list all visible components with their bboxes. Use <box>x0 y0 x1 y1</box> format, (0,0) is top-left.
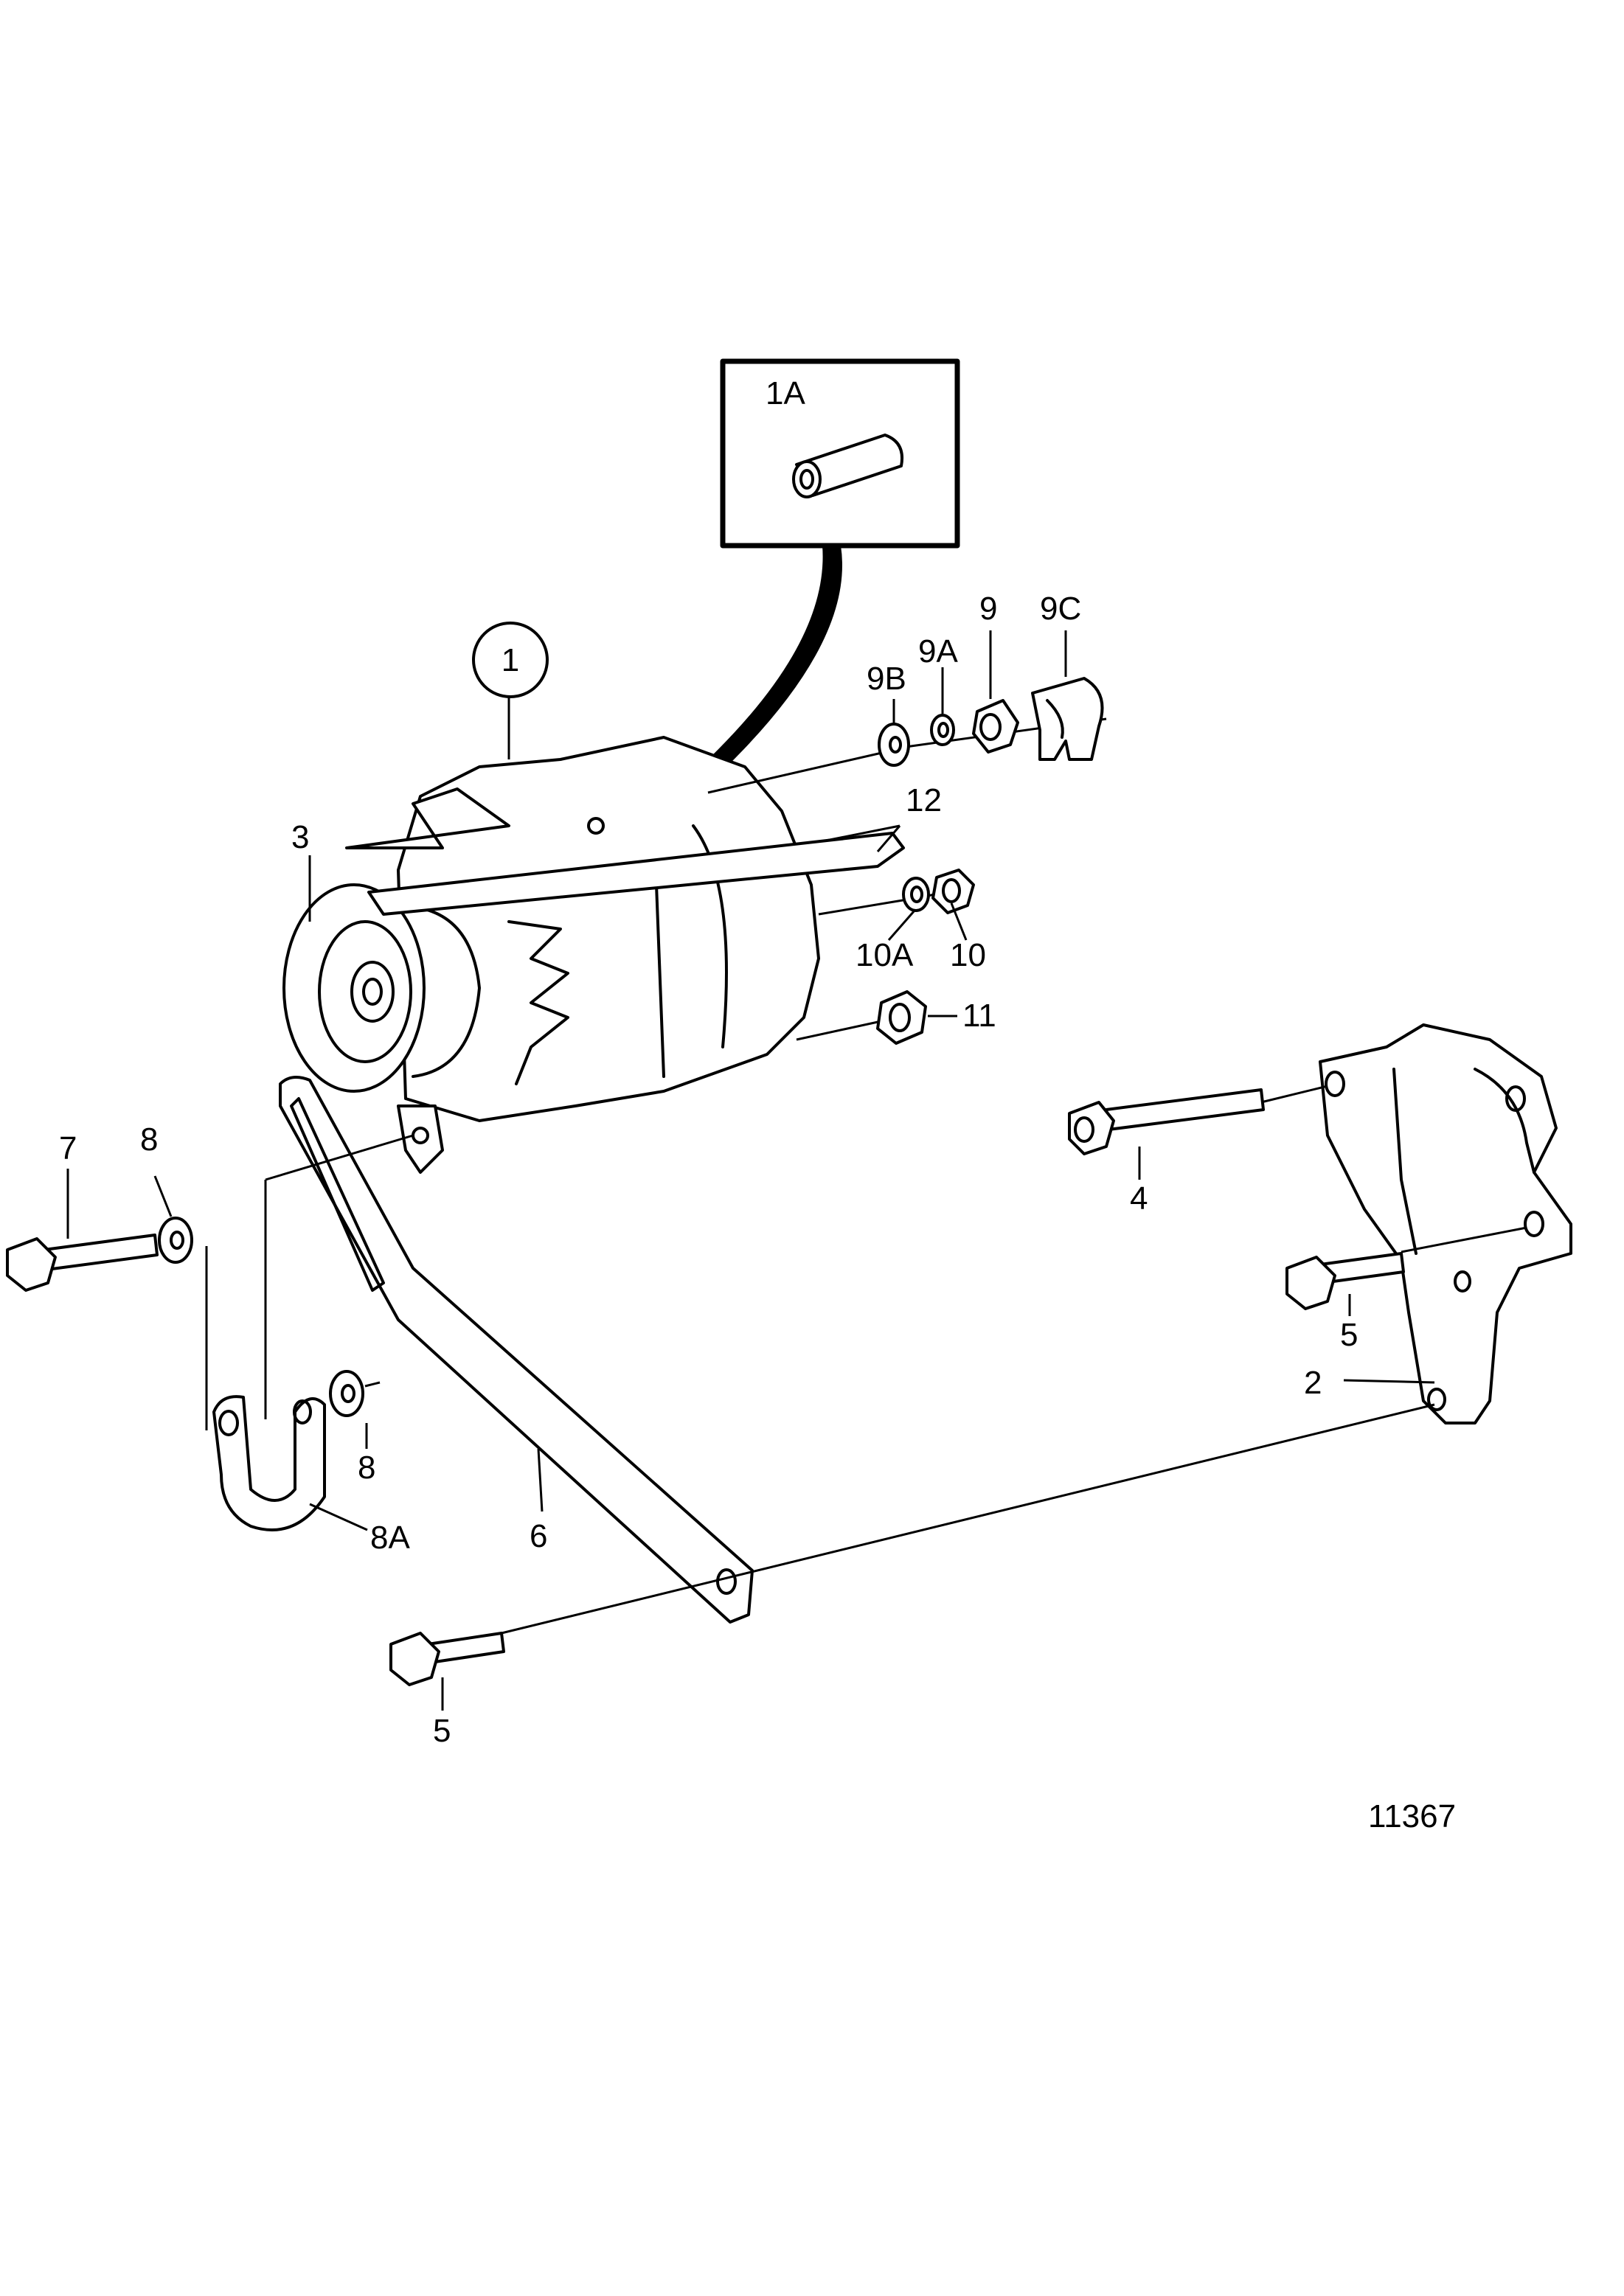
callout-10: 10 <box>950 937 986 973</box>
sleeve-part <box>792 434 903 498</box>
callout-10a: 10A <box>856 937 914 973</box>
callout-5-upper: 5 <box>1340 1317 1358 1353</box>
nut-10 <box>931 869 975 914</box>
callout-7: 7 <box>59 1130 77 1166</box>
callout-9b: 9B <box>867 661 906 697</box>
callout-8-lower: 8 <box>358 1450 375 1486</box>
nut-9 <box>972 699 1019 754</box>
bolt-4 <box>1068 1085 1328 1155</box>
callout-11: 11 <box>962 998 996 1034</box>
bolt-5-lower <box>389 1403 1435 1686</box>
washer-8-lower <box>329 1370 381 1417</box>
callout-9c: 9C <box>1040 591 1081 627</box>
clip-9c <box>1031 677 1104 761</box>
callout-8a: 8A <box>370 1520 410 1556</box>
alternator <box>282 736 905 1174</box>
bolt-7 <box>6 1234 159 1292</box>
washer-8-upper <box>158 1217 193 1264</box>
washer-9b <box>878 723 910 767</box>
inset-pointer-arrow <box>708 546 842 770</box>
callout-circle-1 <box>472 622 549 759</box>
callout-6: 6 <box>530 1518 547 1554</box>
callout-4: 4 <box>1130 1180 1148 1217</box>
mounting-bracket-2 <box>1319 1023 1572 1424</box>
detail-inset-1a <box>704 358 960 793</box>
callout-1: 1 <box>502 642 519 678</box>
callout-12: 12 <box>906 782 942 818</box>
drawing-number: 11367 <box>1368 1798 1456 1834</box>
callout-3: 3 <box>291 819 309 855</box>
callout-1a: 1A <box>766 375 805 411</box>
spacer-bracket-8a <box>205 1134 414 1531</box>
adjusting-bracket-6 <box>279 1076 754 1624</box>
callout-labels: 1 1A 2 3 4 5 5 6 7 8 8 8A 9 9A 9B 9C 10 … <box>59 375 1456 1834</box>
callout-8-upper: 8 <box>140 1121 158 1158</box>
lock-washer-9a <box>930 714 955 746</box>
callout-5-lower: 5 <box>433 1713 451 1749</box>
bolt-5-upper <box>1285 1226 1527 1310</box>
nut-11 <box>876 990 927 1045</box>
washer-10a <box>902 877 930 912</box>
callout-9a: 9A <box>918 633 958 669</box>
callout-leaders <box>66 630 1435 1711</box>
callout-2: 2 <box>1304 1365 1322 1401</box>
callout-9: 9 <box>979 591 997 627</box>
